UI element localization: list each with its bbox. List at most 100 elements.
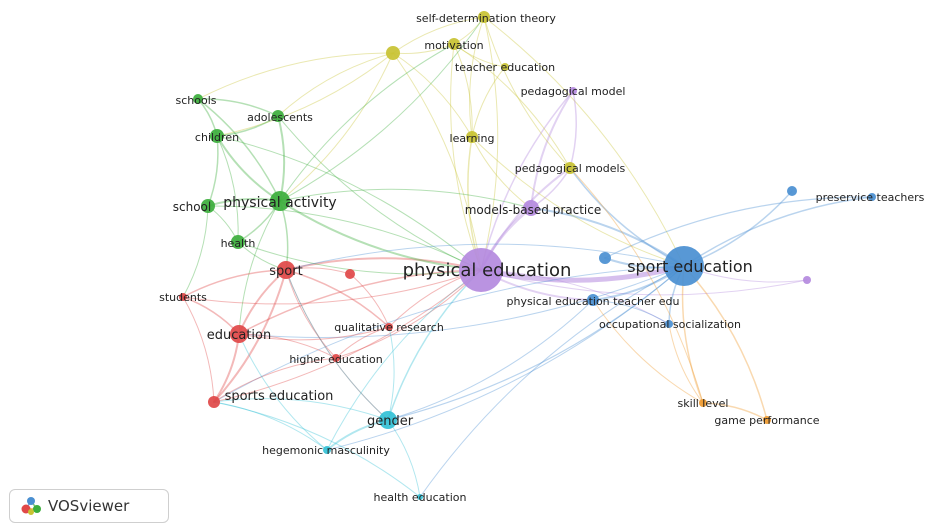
- link-pa-children: [216, 135, 281, 202]
- node-school[interactable]: [201, 199, 215, 213]
- link-y1-adolescents: [277, 52, 394, 117]
- link-sport-gender: [285, 269, 389, 421]
- node-label-game: game performance: [714, 414, 819, 427]
- link-se-learning: [471, 136, 685, 267]
- node-label-pms: pedagogical models: [515, 162, 626, 175]
- node-qr[interactable]: [385, 323, 393, 331]
- link-se-game: [683, 265, 768, 421]
- node-label-mbp: models-based practice: [465, 203, 602, 217]
- link-pe-education: [238, 269, 482, 335]
- node-sdt[interactable]: [478, 11, 490, 23]
- node-pete[interactable]: [587, 294, 599, 306]
- link-pms-skill: [569, 167, 704, 404]
- node-pst[interactable]: [868, 193, 876, 201]
- node-game[interactable]: [763, 416, 771, 424]
- vosviewer-logo-icon: [21, 497, 41, 515]
- link-pe-spe: [213, 269, 482, 403]
- node-label-he: higher education: [289, 353, 382, 366]
- node-b2[interactable]: [787, 186, 797, 196]
- link-pa-adolescents: [277, 115, 286, 202]
- link-pa-education: [238, 200, 281, 335]
- link-y1-schools: [197, 52, 394, 100]
- node-gender[interactable]: [379, 411, 397, 429]
- link-se-spe: [213, 265, 685, 403]
- node-r1[interactable]: [345, 269, 355, 279]
- node-label-school: school: [173, 200, 211, 214]
- node-label-sport: sport: [269, 264, 302, 279]
- node-learning[interactable]: [466, 131, 478, 143]
- link-education-qr: [238, 326, 390, 341]
- node-pms[interactable]: [564, 162, 576, 174]
- link-b1-pst: [604, 196, 873, 259]
- link-pa-sdt: [279, 16, 485, 202]
- link-pete-skill: [592, 299, 704, 404]
- node-schools[interactable]: [193, 94, 203, 104]
- node-adolescents[interactable]: [272, 110, 284, 122]
- node-label-pete: physical education teacher edu: [506, 295, 679, 308]
- link-pete-os: [592, 299, 670, 325]
- link-pe-p1: [480, 269, 808, 296]
- link-pa-motivation: [279, 43, 455, 202]
- node-sport[interactable]: [277, 261, 295, 279]
- link-se-education: [238, 265, 685, 339]
- node-skill[interactable]: [699, 399, 707, 407]
- node-he[interactable]: [332, 354, 340, 362]
- node-os[interactable]: [665, 320, 673, 328]
- node-se[interactable]: [664, 246, 704, 286]
- link-pms-sdt: [483, 16, 571, 169]
- node-layer: [179, 11, 876, 500]
- node-label-os: occupational socialization: [599, 318, 741, 331]
- vosviewer-logo-badge[interactable]: VOSviewer: [9, 489, 169, 523]
- node-pe[interactable]: [459, 248, 503, 292]
- link-y1-children: [216, 52, 394, 137]
- node-label-education: education: [207, 328, 272, 343]
- node-hm[interactable]: [323, 446, 331, 454]
- link-pe-children: [216, 135, 482, 271]
- link-skill-game: [702, 402, 768, 421]
- node-mbp[interactable]: [523, 200, 539, 216]
- node-ted[interactable]: [501, 63, 509, 71]
- node-education[interactable]: [230, 325, 248, 343]
- node-label-schools: schools: [176, 94, 217, 107]
- node-label-pm: pedagogical model: [521, 85, 626, 98]
- node-children[interactable]: [210, 129, 224, 143]
- vosviewer-logo-text: VOSviewer: [48, 497, 130, 515]
- node-spe[interactable]: [208, 396, 220, 408]
- node-pa[interactable]: [270, 191, 290, 211]
- node-label-pa: physical activity: [223, 195, 336, 211]
- link-pe-sport: [285, 257, 482, 271]
- link-qr-he: [335, 326, 390, 359]
- link-pe-motivation: [450, 43, 482, 271]
- node-label-qr: qualitative research: [334, 321, 444, 334]
- link-pm-mbp: [530, 90, 574, 209]
- link-y1-sdt: [392, 16, 485, 54]
- link-education-he: [238, 333, 337, 359]
- node-label-pst: preservice teachers: [816, 191, 925, 204]
- link-pa-mbp: [279, 188, 532, 209]
- link-mbp-learning: [471, 136, 532, 209]
- node-label-adolescents: adolescents: [247, 111, 313, 124]
- node-b1[interactable]: [599, 252, 611, 264]
- link-y1-pa: [279, 52, 394, 202]
- link-pe-he: [335, 269, 482, 359]
- node-label-ted: teacher education: [455, 61, 555, 74]
- link-se-pst: [683, 196, 873, 267]
- link-ted-learning: [471, 66, 506, 138]
- link-se-hed: [419, 265, 685, 498]
- link-hm-education: [238, 333, 328, 451]
- node-p1[interactable]: [803, 276, 811, 284]
- node-hed[interactable]: [417, 494, 423, 500]
- link-os-skill: [668, 323, 704, 404]
- node-students[interactable]: [179, 293, 187, 301]
- link-spe-gender: [213, 398, 389, 421]
- node-y1[interactable]: [386, 46, 400, 60]
- link-gender-qr: [387, 326, 395, 421]
- link-y1-learning: [392, 52, 473, 138]
- link-pe-health: [237, 241, 482, 275]
- link-pe-sdt: [480, 16, 499, 271]
- node-health[interactable]: [231, 235, 245, 249]
- node-motivation[interactable]: [448, 38, 460, 50]
- node-pm[interactable]: [569, 87, 577, 95]
- link-hm-spe: [213, 401, 328, 451]
